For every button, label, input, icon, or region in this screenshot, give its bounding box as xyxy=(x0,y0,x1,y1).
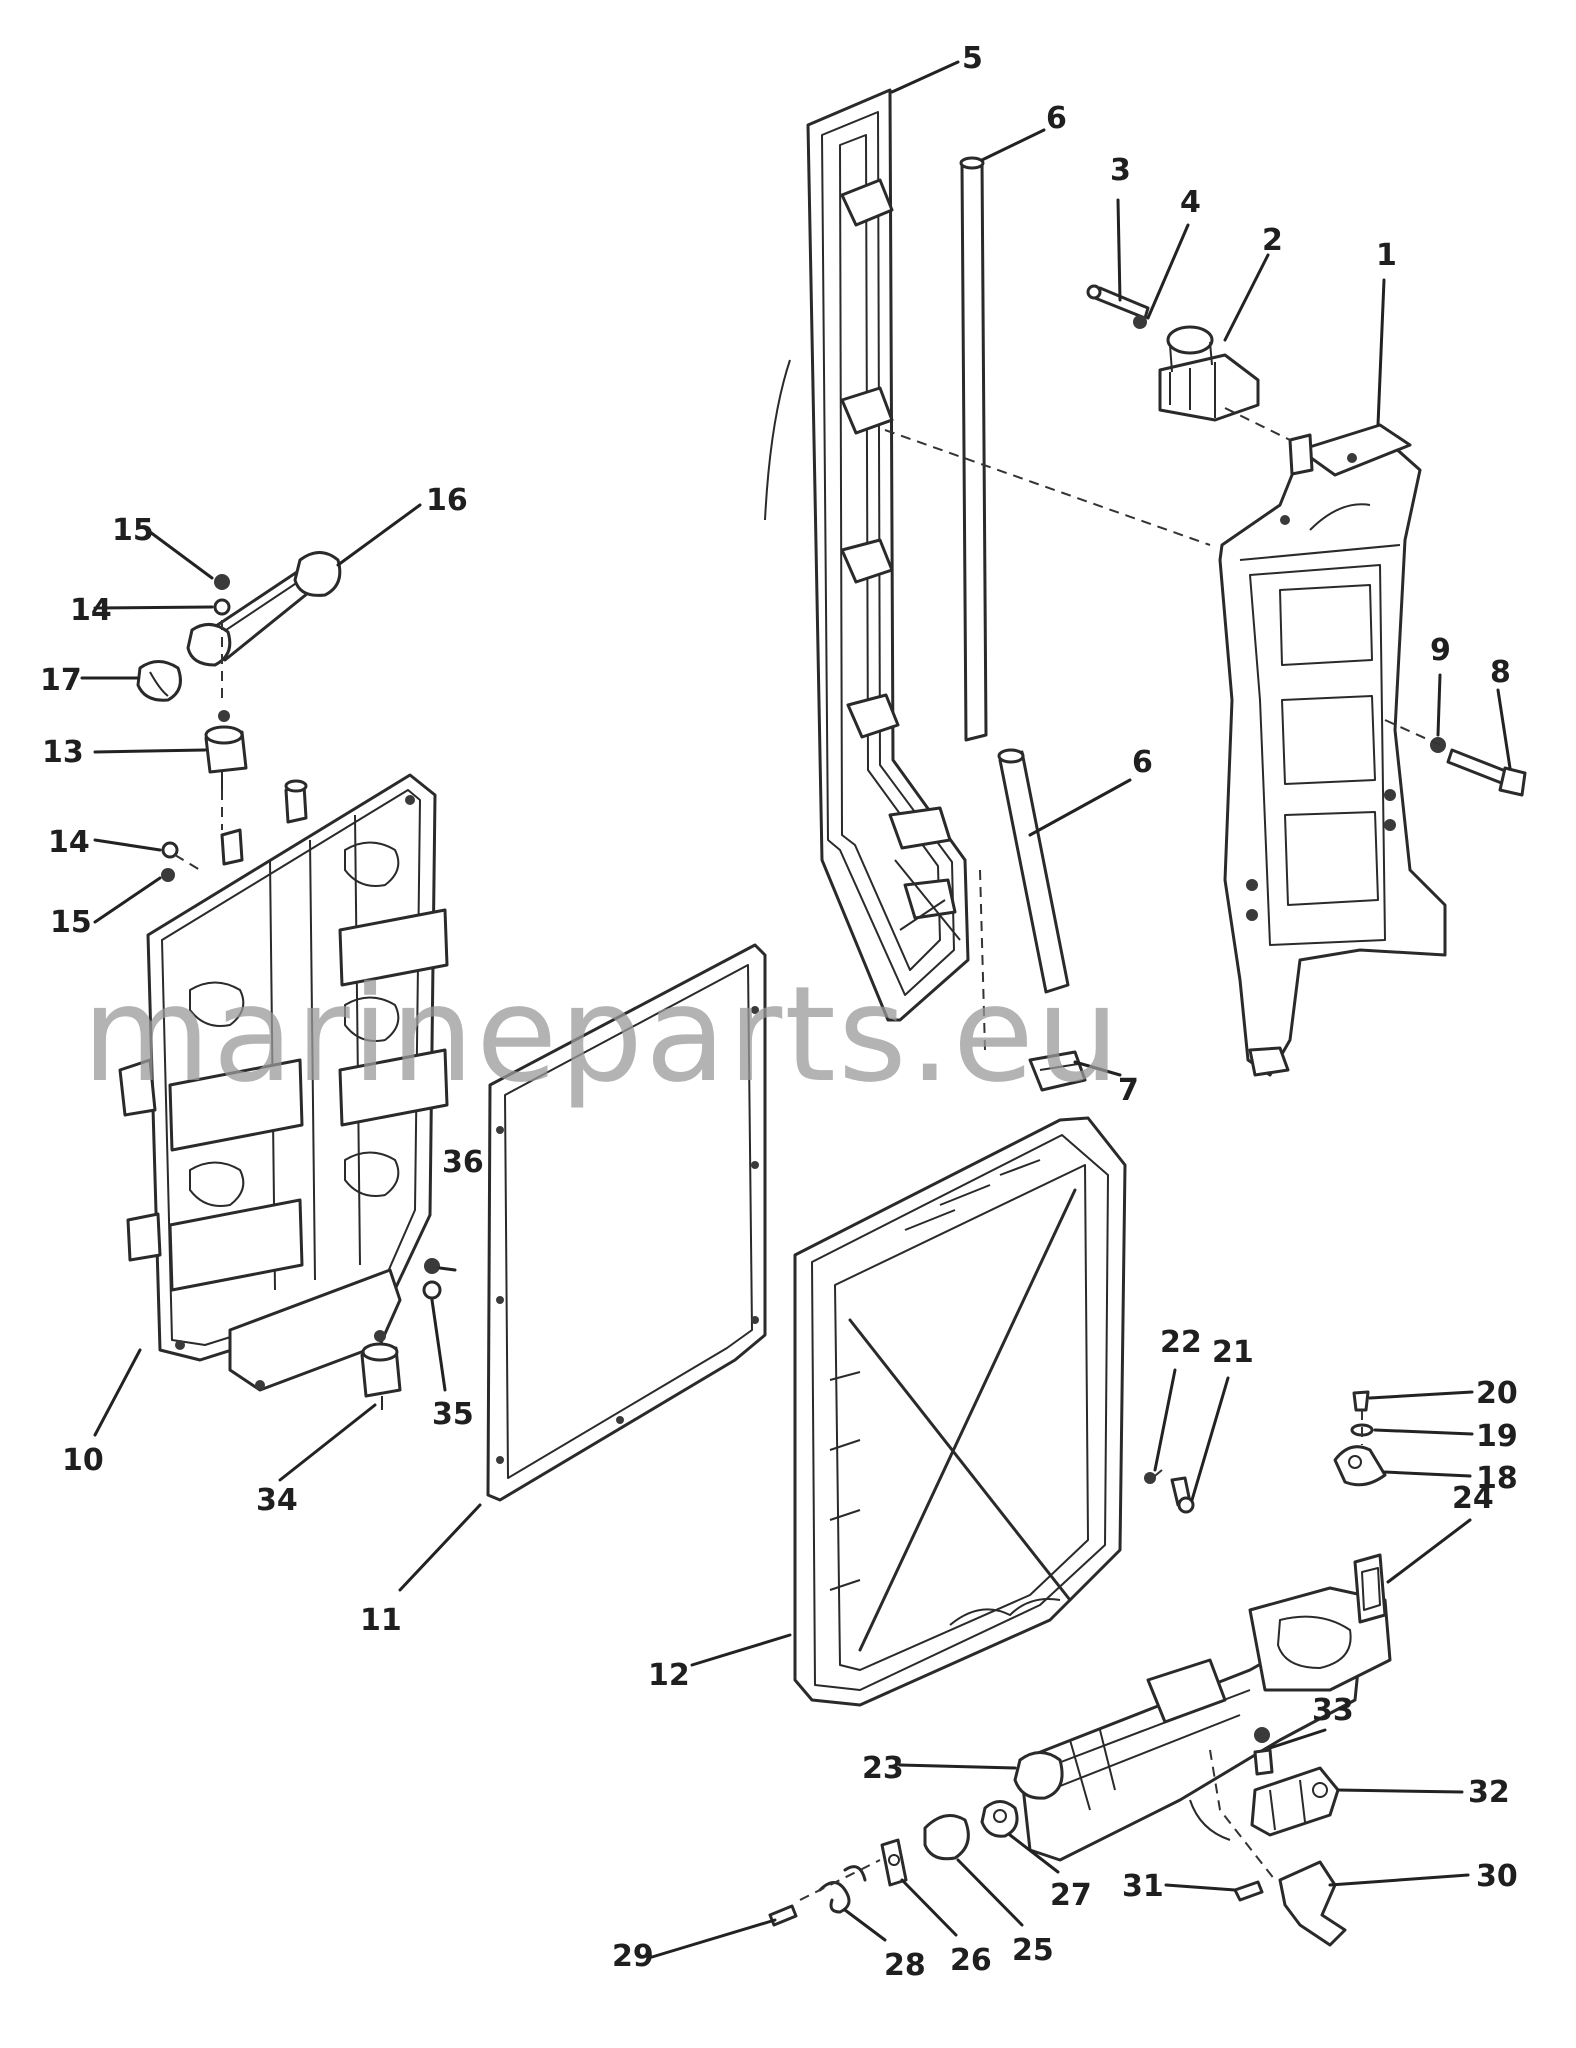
part-8-bolt xyxy=(1446,748,1527,797)
callout-25: 25 xyxy=(1012,1933,1054,1968)
callout-8: 8 xyxy=(1490,655,1511,690)
part-14-washer-lower xyxy=(161,841,179,859)
part-5-channel xyxy=(764,88,970,1022)
part-7-clip xyxy=(1028,1050,1087,1092)
callout-28: 28 xyxy=(884,1948,926,1983)
part-18-clamp xyxy=(1333,1445,1387,1487)
callout-20: 20 xyxy=(1476,1376,1518,1411)
callout-23: 23 xyxy=(862,1751,904,1786)
part-28-spring xyxy=(818,1865,867,1914)
part-12-cover xyxy=(793,1116,1127,1707)
callout-36: 36 xyxy=(442,1145,484,1180)
callout-32: 32 xyxy=(1468,1775,1510,1810)
part-24-block xyxy=(1353,1553,1387,1624)
part-20-screw xyxy=(1352,1390,1370,1412)
callout-2: 2 xyxy=(1262,223,1283,258)
callout-18: 18 xyxy=(1476,1461,1518,1496)
callout-29: 29 xyxy=(612,1939,654,1974)
callout-4: 4 xyxy=(1180,185,1201,220)
callout-6-upper: 6 xyxy=(1046,101,1067,136)
callout-16: 16 xyxy=(426,483,468,518)
part-1-frame xyxy=(1218,423,1447,1077)
part-15-nut-lower xyxy=(161,868,175,882)
callout-7: 7 xyxy=(1118,1073,1139,1108)
callout-9: 9 xyxy=(1430,633,1451,668)
callout-14-lower: 14 xyxy=(48,825,90,860)
callout-labels: 1 2 3 4 5 6 6 7 8 9 10 11 12 13 14 14 15… xyxy=(40,41,1518,1983)
part-34-mount xyxy=(360,1330,402,1410)
leader-lines xyxy=(80,60,1512,1959)
part-16-link-arm xyxy=(186,551,342,667)
part-11-gasket xyxy=(486,943,767,1502)
callout-26: 26 xyxy=(950,1943,992,1978)
watermark-text: marineparts.eu xyxy=(82,958,1122,1112)
callout-10: 10 xyxy=(62,1443,104,1478)
callout-13: 13 xyxy=(42,735,84,770)
callout-12: 12 xyxy=(648,1658,690,1693)
part-33-nut xyxy=(1253,1727,1274,1776)
callout-6-lower: 6 xyxy=(1132,745,1153,780)
callout-30: 30 xyxy=(1476,1859,1518,1894)
callout-11: 11 xyxy=(360,1603,402,1638)
part-29-screw xyxy=(768,1904,798,1927)
callout-17: 17 xyxy=(40,663,82,698)
callout-35: 35 xyxy=(432,1397,474,1432)
callout-21: 21 xyxy=(1212,1335,1254,1370)
callout-5: 5 xyxy=(962,41,983,76)
part-13-stud-mount xyxy=(204,710,248,790)
part-32-clamp xyxy=(1250,1766,1340,1837)
part-10-plate xyxy=(118,773,449,1392)
callout-14-upper: 14 xyxy=(70,593,112,628)
callout-34: 34 xyxy=(256,1483,298,1518)
callout-3: 3 xyxy=(1110,153,1131,188)
part-15-nut-upper xyxy=(214,574,230,590)
part-23-lever-assembly xyxy=(1013,1586,1392,1862)
part-17-bushing xyxy=(136,660,182,702)
part-3-screw xyxy=(1086,284,1150,320)
part-22-washer xyxy=(1144,1472,1156,1484)
callout-27: 27 xyxy=(1050,1878,1092,1913)
part-30-clip xyxy=(1278,1860,1347,1947)
part-26-bracket xyxy=(880,1838,908,1887)
part-25-cap xyxy=(923,1814,970,1861)
part-14-washer-upper xyxy=(213,598,231,616)
assembly-lines xyxy=(174,407,1441,1901)
part-31-screw xyxy=(1233,1880,1264,1902)
part-27-bushing xyxy=(980,1800,1019,1838)
callout-33: 33 xyxy=(1312,1693,1354,1728)
callout-15-upper: 15 xyxy=(112,513,154,548)
callout-24: 24 xyxy=(1452,1481,1494,1516)
part-6-rod-upper xyxy=(959,156,988,742)
callout-31: 31 xyxy=(1122,1869,1164,1904)
part-4-washer xyxy=(1133,315,1147,329)
callout-22: 22 xyxy=(1160,1325,1202,1360)
part-36-nut xyxy=(424,1258,440,1274)
callout-19: 19 xyxy=(1476,1419,1518,1454)
part-6-rod-lower xyxy=(997,748,1070,994)
part-35-washer xyxy=(422,1280,442,1300)
callout-15-lower: 15 xyxy=(50,905,92,940)
part-2-bracket xyxy=(1158,325,1260,422)
callout-1: 1 xyxy=(1376,238,1397,273)
part-21-screw xyxy=(1170,1476,1195,1514)
